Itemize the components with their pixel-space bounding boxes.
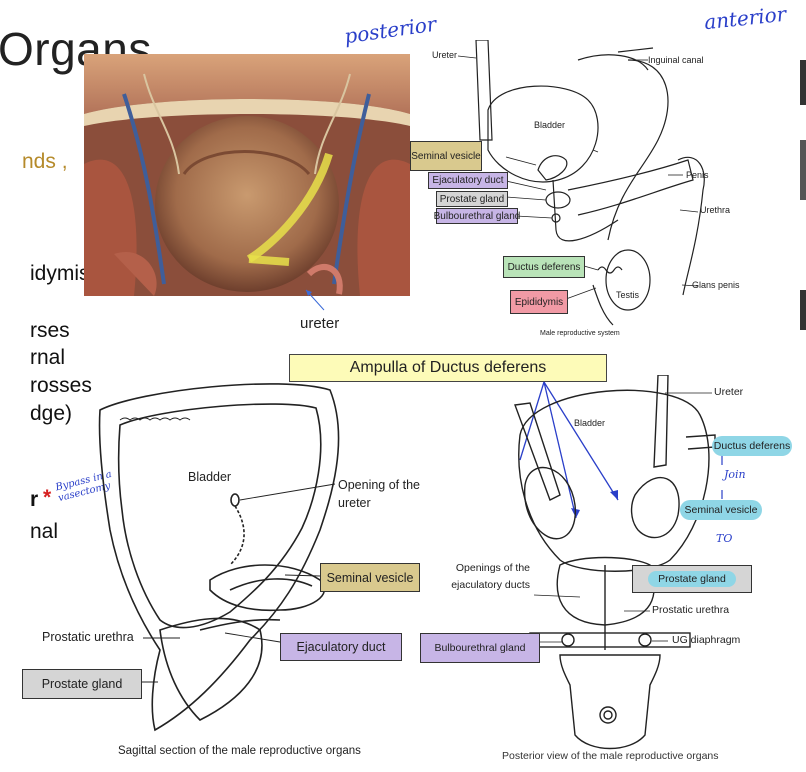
handwritten-anterior: anterior: [702, 1, 788, 35]
right-label-bladder: Bladder: [574, 418, 606, 428]
top-box-seminal-vesicle: Seminal vesicle: [410, 141, 482, 171]
text-fragment-traverses: rses: [30, 319, 70, 342]
right-box-prostate-gland: Prostate gland: [632, 565, 752, 593]
right-label-prostatic-urethra: Prostatic urethra: [652, 604, 730, 616]
anatomy-photo-illustration: [84, 54, 410, 296]
left-label-bladder: Bladder: [188, 470, 232, 484]
right-diagram-drawing: [514, 375, 723, 750]
top-label-testis: Testis: [616, 290, 640, 300]
top-label-ureter: Ureter: [432, 50, 458, 60]
window-edge-strip: [800, 290, 806, 330]
window-edge-strip: [800, 140, 806, 200]
photo-ureter-leader: [305, 289, 325, 311]
text-fragment-crosses: rosses: [30, 374, 92, 397]
top-label-urethra: Urethra: [700, 205, 731, 215]
left-diagram-drawing: [98, 383, 340, 732]
top-box-prostate-gland: Prostate gland: [436, 191, 508, 207]
ampulla-callout: Ampulla of Ductus deferens: [289, 354, 607, 382]
top-label-inguinal-canal: Inguinal canal: [648, 55, 704, 65]
left-diagram-caption: Sagittal section of the male reproductiv…: [118, 745, 361, 757]
right-label-ureter: Ureter: [714, 386, 744, 398]
left-label-opening-of-ureter: Opening of the ureter: [338, 478, 421, 510]
asterisk-mark: *: [43, 486, 52, 509]
left-box-seminal-vesicle: Seminal vesicle: [320, 563, 420, 592]
top-label-glans-penis: Glans penis: [692, 280, 740, 290]
right-diagram-caption: Posterior view of the male reproductive …: [502, 750, 719, 762]
text-fragment-r: r: [30, 488, 39, 511]
top-label-bladder: Bladder: [534, 120, 566, 130]
right-label-ug-diaphragm: UG diaphragm: [672, 634, 741, 646]
right-box-bulbourethral-gland: Bulbourethral gland: [420, 633, 540, 663]
right-box-prostate-gland-text: Prostate gland: [648, 571, 736, 587]
text-fragment-internal: rnal: [30, 346, 66, 369]
left-box-prostate-gland: Prostate gland: [22, 669, 142, 699]
top-diagram-caption: Male reproductive system: [540, 330, 620, 337]
top-box-epididymis: Epididymis: [510, 290, 568, 314]
top-box-bulbourethral-gland: Bulbourethral gland: [434, 208, 520, 224]
text-fragment-epididymis: idymis: [30, 262, 90, 285]
anatomy-photo: [84, 54, 410, 296]
handwritten-to: TO: [716, 532, 733, 545]
top-label-penis: Penis: [686, 170, 709, 180]
left-box-ejaculatory-duct: Ejaculatory duct: [280, 633, 402, 661]
right-box-seminal-vesicle: Seminal vesicle: [680, 500, 762, 520]
handwritten-join: Join: [724, 468, 746, 481]
right-label-openings-of-ejaculatory-ducts: Openings of the ejaculatory ducts: [451, 562, 530, 591]
top-box-ductus-deferens: Ductus deferens: [503, 256, 585, 278]
text-fragment-inal: nal: [30, 520, 59, 543]
left-label-prostatic-urethra: Prostatic urethra: [42, 630, 134, 644]
top-box-ejaculatory-duct: Ejaculatory duct: [428, 172, 508, 189]
text-fragment-ridge: dge): [30, 402, 73, 425]
right-box-ductus-deferens: Ductus deferens: [712, 436, 792, 456]
window-edge-strip: [800, 60, 806, 105]
top-diagram-drawing: [457, 40, 705, 326]
text-fragment-glands: nds ,: [22, 150, 68, 173]
photo-label-ureter: ureter: [300, 315, 340, 332]
